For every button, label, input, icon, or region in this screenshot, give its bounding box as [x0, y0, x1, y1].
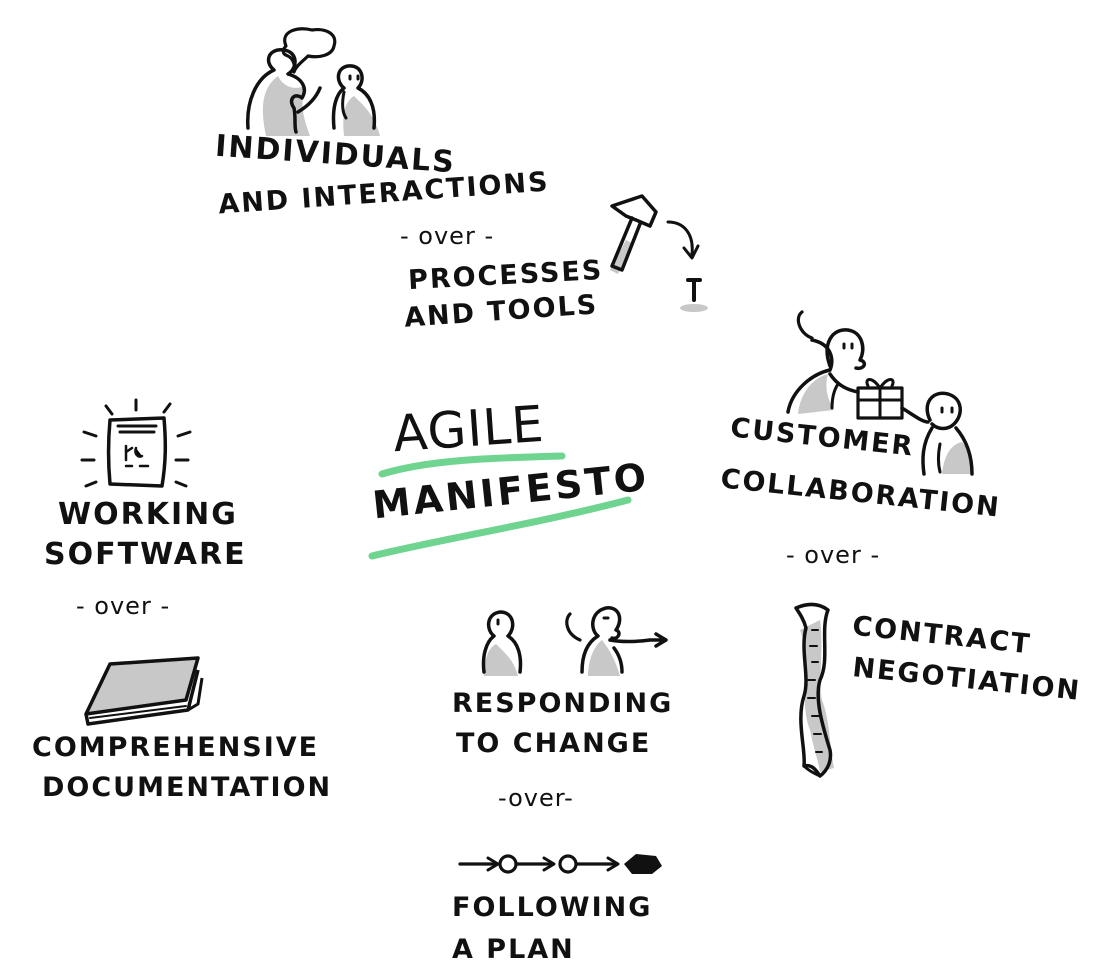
value-1-other-line2: AND TOOLS	[403, 289, 600, 334]
value-4-preferred-line2: SOFTWARE	[44, 537, 247, 572]
value-4-over: - over -	[76, 592, 171, 620]
two-people-pointing-icon	[470, 600, 680, 680]
two-people-speech-bubble-icon	[238, 27, 398, 138]
value-1-other-line1: PROCESSES	[407, 254, 605, 297]
value-4-other-line2: DOCUMENTATION	[42, 772, 333, 803]
hammer-and-nail-icon	[598, 192, 718, 322]
value-2-other-line2: NEGOTIATION	[851, 652, 1083, 707]
people-exchanging-gift-icon	[772, 304, 982, 484]
value-2-other-line1: CONTRACT	[850, 610, 1033, 661]
plan-arrow-path-icon	[456, 846, 676, 880]
title-agile: AGILE	[391, 394, 547, 464]
closed-book-icon	[80, 654, 230, 734]
value-2-over: - over -	[786, 541, 881, 569]
value-3-preferred-line1: RESPONDING	[452, 688, 674, 719]
value-4-other-line1: COMPREHENSIVE	[32, 732, 320, 763]
value-1-over: - over -	[400, 222, 495, 250]
value-3-over: -over-	[498, 784, 574, 812]
title-underline-1	[378, 452, 566, 478]
value-1-preferred-line2: AND INTERACTIONS	[217, 166, 551, 221]
value-3-other-line1: FOLLOWING	[452, 892, 653, 923]
value-3-other-line2: A PLAN	[452, 934, 575, 965]
value-3-preferred-line2: TO CHANGE	[456, 728, 652, 759]
value-4-preferred-line1: WORKING	[58, 497, 238, 532]
value-1-preferred-line1: INDIVIDUALS	[214, 128, 457, 181]
glowing-tablet-icon	[70, 392, 210, 502]
title-underline-2	[368, 496, 632, 560]
contract-scroll-icon	[790, 600, 850, 780]
